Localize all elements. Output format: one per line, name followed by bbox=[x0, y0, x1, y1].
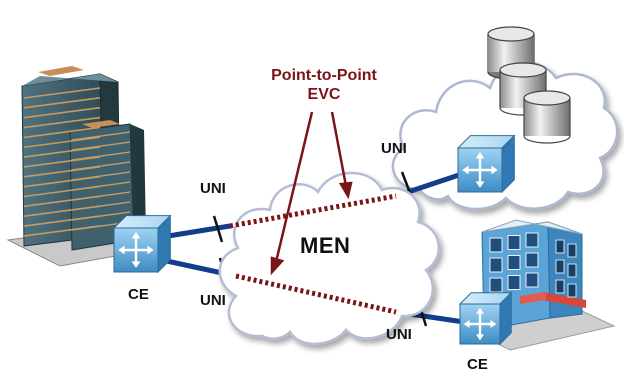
tower-window-stripe bbox=[23, 156, 101, 168]
office-tower-icon bbox=[6, 66, 162, 267]
tower-window-stripe bbox=[71, 201, 131, 211]
tower-window-stripe bbox=[23, 87, 101, 99]
building-window bbox=[489, 257, 503, 273]
ce-label-left: CE bbox=[128, 286, 149, 303]
tower-window-stripe bbox=[23, 146, 101, 158]
tower-window-stripe bbox=[23, 97, 101, 109]
evc-dotted-paths bbox=[229, 193, 397, 315]
storage-database-icon bbox=[487, 26, 571, 144]
ethernet-switch-icon bbox=[112, 214, 172, 274]
building-window bbox=[567, 283, 577, 298]
tower-window-stripe bbox=[23, 136, 101, 149]
building-window bbox=[489, 277, 503, 293]
tower-window-stripe bbox=[71, 161, 131, 171]
building-window bbox=[507, 255, 521, 270]
tower-window-stripe bbox=[71, 141, 131, 151]
tower-window-stripe bbox=[71, 131, 131, 141]
metro-network-cloud-icon bbox=[218, 171, 441, 346]
branch-office-windows bbox=[489, 232, 577, 298]
evc-label: Point-to-Point EVC bbox=[244, 66, 404, 104]
tower-window-stripe bbox=[71, 191, 131, 201]
uni-label-right-lower: UNI bbox=[386, 326, 412, 343]
building-window bbox=[525, 252, 539, 268]
evc-label-line1: Point-to-Point bbox=[271, 67, 377, 84]
building-window bbox=[567, 243, 577, 258]
switch-group bbox=[112, 134, 516, 346]
uni-label-right-upper: UNI bbox=[381, 140, 407, 157]
tower-window-stripe bbox=[71, 151, 131, 161]
building-window bbox=[507, 235, 521, 250]
building-window bbox=[507, 275, 521, 290]
tower-window-stripe bbox=[71, 211, 131, 221]
building-window bbox=[489, 237, 503, 253]
tower-window-stripe bbox=[23, 126, 101, 139]
building-window bbox=[555, 239, 565, 254]
ce-label-right: CE bbox=[467, 356, 488, 373]
uni-label-left-upper: UNI bbox=[200, 180, 226, 197]
evc-label-line2: EVC bbox=[307, 86, 341, 103]
office-tower-windows bbox=[23, 87, 131, 237]
ethernet-switch-icon bbox=[456, 134, 516, 194]
building-window bbox=[567, 263, 577, 278]
tower-window-stripe bbox=[71, 171, 131, 181]
tower-window-stripe bbox=[23, 106, 101, 119]
tower-window-stripe bbox=[71, 181, 131, 191]
building-window bbox=[525, 232, 539, 248]
building-window bbox=[555, 259, 565, 274]
men-label: MEN bbox=[300, 233, 351, 258]
evc-pointer-arrows bbox=[270, 111, 353, 276]
ethernet-switch-icon bbox=[458, 291, 513, 346]
building-window bbox=[555, 279, 565, 294]
uni-label-left-lower: UNI bbox=[200, 292, 226, 309]
building-window bbox=[525, 272, 539, 288]
tower-window-stripe bbox=[23, 116, 101, 129]
